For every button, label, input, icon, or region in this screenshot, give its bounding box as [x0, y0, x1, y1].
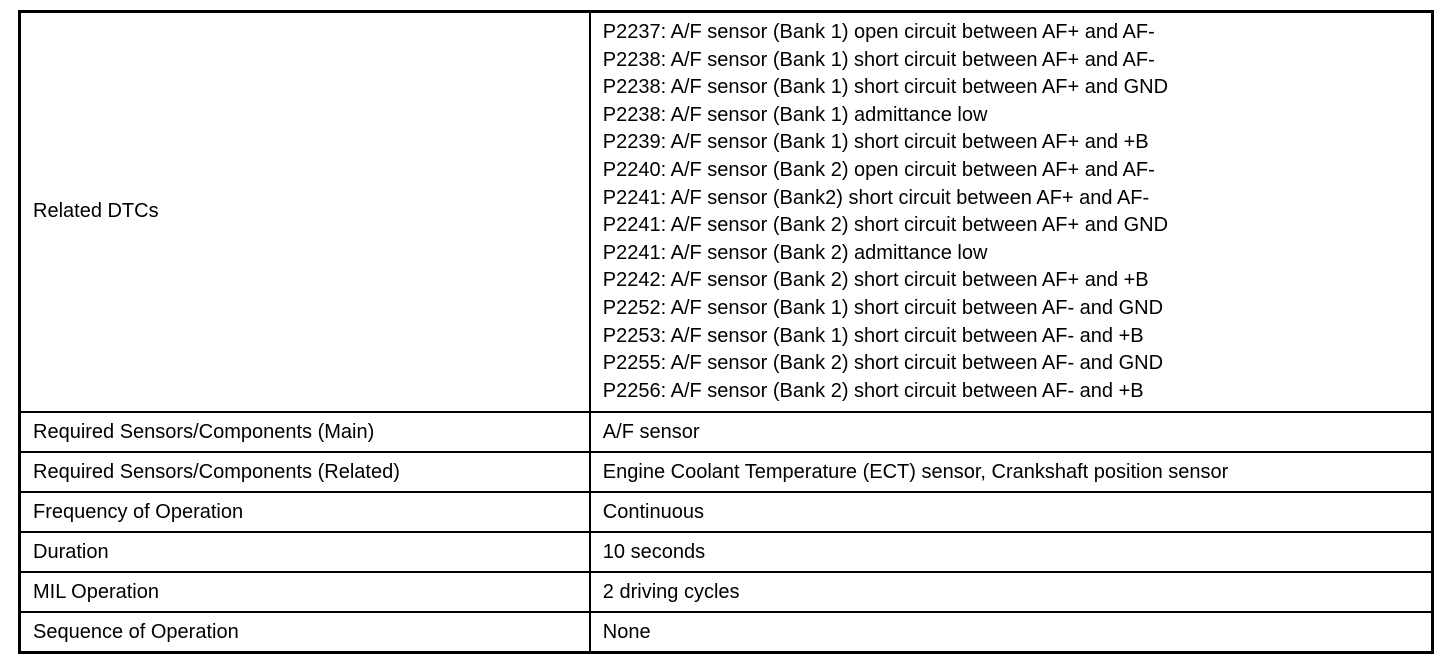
dtc-line: P2252: A/F sensor (Bank 1) short circuit… [602, 296, 1164, 319]
dtc-line: P2241: A/F sensor (Bank 2) short circuit… [602, 214, 1169, 237]
dtc-line: P2238: A/F sensor (Bank 1) short circuit… [602, 48, 1155, 71]
table-row-required-related: Required Sensors/Components (Related) En… [18, 451, 1434, 494]
row-value-mil-operation: 2 driving cycles [588, 571, 1434, 614]
row-value-required-main: A/F sensor [588, 411, 1434, 454]
dtc-line: P2237: A/F sensor (Bank 1) open circuit … [602, 21, 1155, 43]
dtc-line: P2239: A/F sensor (Bank 1) short circuit… [602, 131, 1149, 154]
row-value-duration: 10 seconds [588, 531, 1434, 574]
dtc-line: P2241: A/F sensor (Bank 2) admittance lo… [602, 241, 988, 264]
row-value-frequency: Continuous [588, 491, 1434, 534]
row-value-sequence: None [588, 611, 1434, 654]
dtc-line: P2253: A/F sensor (Bank 1) short circuit… [602, 324, 1144, 347]
row-label-frequency: Frequency of Operation [18, 491, 591, 534]
dtc-line: P2240: A/F sensor (Bank 2) open circuit … [602, 158, 1155, 181]
table-row-mil-operation: MIL Operation 2 driving cycles [18, 571, 1434, 614]
dtc-line: P2238: A/F sensor (Bank 1) short circuit… [602, 76, 1169, 99]
dtc-line: P2242: A/F sensor (Bank 2) short circuit… [602, 269, 1149, 292]
row-label-related-dtcs: Related DTCs [18, 10, 591, 414]
row-label-mil-operation: MIL Operation [18, 571, 591, 614]
row-label-sequence: Sequence of Operation [18, 611, 591, 654]
row-value-required-related: Engine Coolant Temperature (ECT) sensor,… [588, 451, 1434, 494]
row-label-duration: Duration [18, 531, 591, 574]
table-row-related-dtcs: Related DTCs P2237: A/F sensor (Bank 1) … [18, 10, 1434, 414]
table-row-duration: Duration 10 seconds [18, 531, 1434, 574]
dtc-line: P2255: A/F sensor (Bank 2) short circuit… [602, 352, 1164, 375]
dtc-spec-table: Related DTCs P2237: A/F sensor (Bank 1) … [18, 10, 1434, 655]
row-value-related-dtcs: P2237: A/F sensor (Bank 1) open circuit … [588, 10, 1434, 414]
dtc-line: P2256: A/F sensor (Bank 2) short circuit… [602, 379, 1144, 402]
dtc-line: P2241: A/F sensor (Bank2) short circuit … [602, 186, 1150, 209]
row-label-required-related: Required Sensors/Components (Related) [18, 451, 591, 494]
row-label-required-main: Required Sensors/Components (Main) [18, 411, 591, 454]
table-row-frequency: Frequency of Operation Continuous [18, 491, 1434, 534]
table-row-sequence: Sequence of Operation None [18, 611, 1434, 654]
dtc-line: P2238: A/F sensor (Bank 1) admittance lo… [602, 103, 988, 126]
table-row-required-main: Required Sensors/Components (Main) A/F s… [18, 411, 1434, 454]
